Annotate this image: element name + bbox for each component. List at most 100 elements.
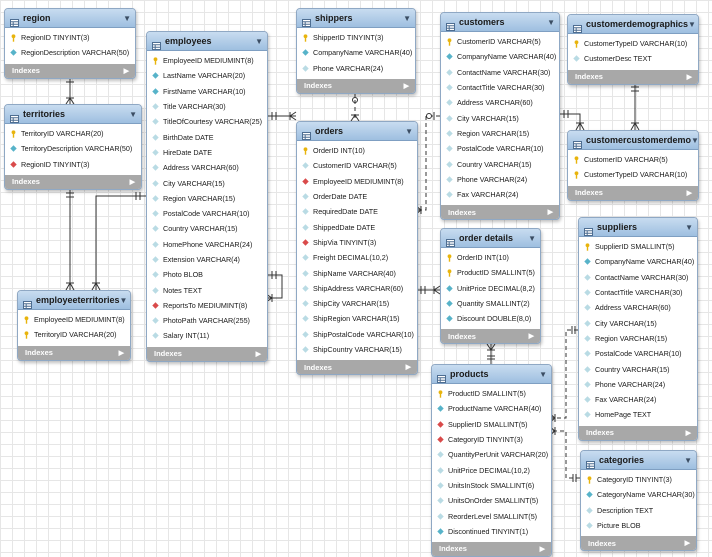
- column-row[interactable]: RegionDescription VARCHAR(50): [5, 45, 135, 60]
- column-row[interactable]: HomePhone VARCHAR(24): [147, 237, 267, 252]
- column-row[interactable]: CustomerTypeID VARCHAR(10): [568, 167, 698, 182]
- table-employees[interactable]: employees▼ EmployeeID MEDIUMINT(8)LastNam…: [146, 31, 268, 362]
- collapse-caret-icon[interactable]: ▼: [684, 455, 692, 465]
- column-row[interactable]: CustomerDesc TEXT: [568, 51, 698, 66]
- indexes-bar[interactable]: Indexes▶: [568, 185, 698, 200]
- column-row[interactable]: HireDate DATE: [147, 145, 267, 160]
- column-row[interactable]: TerritoryID VARCHAR(20): [5, 126, 141, 141]
- column-row[interactable]: RegionID TINYINT(3): [5, 157, 141, 172]
- column-row[interactable]: SupplierID SMALLINT(5): [432, 417, 551, 432]
- column-row[interactable]: City VARCHAR(15): [579, 315, 697, 330]
- column-row[interactable]: OrderID INT(10): [297, 143, 417, 158]
- table-header[interactable]: products▼: [432, 365, 551, 384]
- column-row[interactable]: ContactName VARCHAR(30): [579, 270, 697, 285]
- column-row[interactable]: BirthDate DATE: [147, 129, 267, 144]
- expand-arrow-icon[interactable]: ▶: [403, 82, 409, 90]
- column-row[interactable]: Freight DECIMAL(10,2): [297, 250, 417, 265]
- table-header[interactable]: region▼: [5, 9, 135, 28]
- indexes-bar[interactable]: Indexes▶: [581, 536, 696, 551]
- column-row[interactable]: Phone VARCHAR(24): [579, 377, 697, 392]
- indexes-bar[interactable]: Indexes▶: [5, 63, 135, 78]
- table-customercustomerdemo[interactable]: customercustomerdemo▼CustomerID VARCHAR(…: [567, 130, 699, 201]
- table-orders[interactable]: orders▼ OrderID INT(10)CustomerID VARCHAR…: [296, 121, 418, 376]
- expand-arrow-icon[interactable]: ▶: [547, 209, 553, 217]
- column-row[interactable]: UnitsOnOrder SMALLINT(5): [432, 493, 551, 508]
- column-row[interactable]: ShipCity VARCHAR(15): [297, 296, 417, 311]
- expand-arrow-icon[interactable]: ▶: [684, 540, 690, 548]
- column-row[interactable]: ProductID SMALLINT(5): [441, 265, 540, 280]
- indexes-bar[interactable]: Indexes▶: [297, 78, 415, 93]
- column-row[interactable]: CompanyName VARCHAR(40): [441, 49, 559, 64]
- column-row[interactable]: ContactTitle VARCHAR(30): [579, 285, 697, 300]
- table-customerdemographics[interactable]: customerdemographics▼ CustomerTypeID VARC…: [567, 14, 699, 85]
- column-row[interactable]: Address VARCHAR(60): [147, 160, 267, 175]
- column-row[interactable]: ShipRegion VARCHAR(15): [297, 311, 417, 326]
- column-row[interactable]: Photo BLOB: [147, 267, 267, 282]
- column-row[interactable]: LastName VARCHAR(20): [147, 68, 267, 83]
- column-row[interactable]: Fax VARCHAR(24): [579, 392, 697, 407]
- collapse-caret-icon[interactable]: ▼: [685, 222, 693, 232]
- column-row[interactable]: CustomerID VARCHAR(5): [297, 158, 417, 173]
- column-row[interactable]: CustomerTypeID VARCHAR(10): [568, 36, 698, 51]
- column-row[interactable]: TerritoryDescription VARCHAR(50): [5, 141, 141, 156]
- table-header[interactable]: territories▼: [5, 105, 141, 124]
- column-row[interactable]: Picture BLOB: [581, 518, 696, 533]
- table-header[interactable]: categories▼: [581, 451, 696, 470]
- column-row[interactable]: PhotoPath VARCHAR(255): [147, 313, 267, 328]
- column-row[interactable]: Country VARCHAR(15): [579, 361, 697, 376]
- column-row[interactable]: EmployeeID MEDIUMINT(8): [297, 174, 417, 189]
- expand-arrow-icon[interactable]: ▶: [539, 545, 545, 553]
- column-row[interactable]: RegionID TINYINT(3): [5, 30, 135, 45]
- table-header[interactable]: shippers▼: [297, 9, 415, 28]
- collapse-caret-icon[interactable]: ▼: [255, 36, 263, 46]
- column-row[interactable]: Description TEXT: [581, 503, 696, 518]
- expand-arrow-icon[interactable]: ▶: [255, 350, 261, 358]
- indexes-bar[interactable]: Indexes▶: [579, 425, 697, 440]
- table-header[interactable]: customerdemographics▼: [568, 15, 698, 34]
- expand-arrow-icon[interactable]: ▶: [129, 178, 135, 186]
- column-row[interactable]: CategoryID TINYINT(3): [432, 432, 551, 447]
- column-row[interactable]: TitleOfCourtesy VARCHAR(25): [147, 114, 267, 129]
- column-row[interactable]: UnitsInStock SMALLINT(6): [432, 478, 551, 493]
- column-row[interactable]: OrderID INT(10): [441, 250, 540, 265]
- column-row[interactable]: Quantity SMALLINT(2): [441, 296, 540, 311]
- table-categories[interactable]: categories▼CategoryID TINYINT(3)Category…: [580, 450, 697, 552]
- column-row[interactable]: ProductName VARCHAR(40): [432, 401, 551, 416]
- column-row[interactable]: EmployeeID MEDIUMINT(8): [147, 53, 267, 68]
- column-row[interactable]: PostalCode VARCHAR(10): [441, 141, 559, 156]
- column-row[interactable]: Address VARCHAR(60): [441, 95, 559, 110]
- column-row[interactable]: Title VARCHAR(30): [147, 99, 267, 114]
- table-header[interactable]: orders▼: [297, 122, 417, 141]
- indexes-bar[interactable]: Indexes▶: [18, 345, 130, 360]
- expand-arrow-icon[interactable]: ▶: [405, 364, 411, 372]
- column-row[interactable]: Country VARCHAR(15): [441, 156, 559, 171]
- table-header[interactable]: order details▼: [441, 229, 540, 248]
- column-row[interactable]: City VARCHAR(15): [441, 110, 559, 125]
- expand-arrow-icon[interactable]: ▶: [685, 429, 691, 437]
- column-row[interactable]: Phone VARCHAR(24): [441, 172, 559, 187]
- indexes-bar[interactable]: Indexes▶: [441, 205, 559, 220]
- table-header[interactable]: suppliers▼: [579, 218, 697, 237]
- table-shippers[interactable]: shippers▼ShipperID TINYINT(3)CompanyName…: [296, 8, 416, 94]
- column-row[interactable]: Region VARCHAR(15): [441, 126, 559, 141]
- table-products[interactable]: products▼ProductID SMALLINT(5)ProductNam…: [431, 364, 552, 557]
- expand-arrow-icon[interactable]: ▶: [686, 73, 692, 81]
- collapse-caret-icon[interactable]: ▼: [691, 135, 699, 145]
- column-row[interactable]: CategoryID TINYINT(3): [581, 472, 696, 487]
- expand-arrow-icon[interactable]: ▶: [123, 67, 129, 75]
- table-header[interactable]: employees▼: [147, 32, 267, 51]
- indexes-bar[interactable]: Indexes▶: [297, 360, 417, 375]
- column-row[interactable]: Notes TEXT: [147, 282, 267, 297]
- expand-arrow-icon[interactable]: ▶: [528, 333, 534, 341]
- table-territories[interactable]: territories▼ TerritoryID VARCHAR(20)Terri…: [4, 104, 142, 190]
- column-row[interactable]: FirstName VARCHAR(10): [147, 84, 267, 99]
- column-row[interactable]: ContactTitle VARCHAR(30): [441, 80, 559, 95]
- column-row[interactable]: Salary INT(11): [147, 328, 267, 343]
- column-row[interactable]: ShippedDate DATE: [297, 219, 417, 234]
- indexes-bar[interactable]: Indexes▶: [441, 329, 540, 344]
- table-suppliers[interactable]: suppliers▼SupplierID SMALLINT(5)CompanyN…: [578, 217, 698, 441]
- column-row[interactable]: CompanyName VARCHAR(40): [297, 45, 415, 60]
- column-row[interactable]: TerritoryID VARCHAR(20): [18, 327, 130, 342]
- collapse-caret-icon[interactable]: ▼: [123, 13, 131, 23]
- column-row[interactable]: Fax VARCHAR(24): [441, 187, 559, 202]
